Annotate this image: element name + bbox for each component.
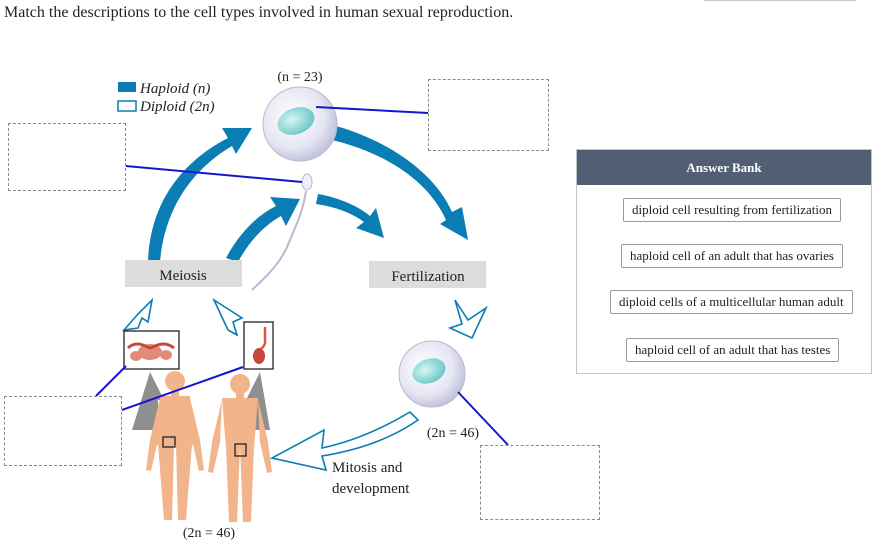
header-divider	[704, 0, 856, 1]
testis-inset	[243, 321, 274, 370]
answer-chip-diploid-fertilization[interactable]: diploid cell resulting from fertilizatio…	[623, 198, 842, 222]
fertilization-label-box	[369, 261, 486, 288]
legend-haploid: Haploid (n)	[139, 81, 210, 97]
answer-bank-title: Answer Bank	[577, 150, 871, 185]
sperm-cell	[251, 173, 313, 291]
zygote-chromosome-label: (2n = 46)	[427, 426, 480, 441]
testis-to-meiosis-arrow	[212, 297, 244, 337]
female-figure	[146, 371, 204, 520]
answer-bank: Answer Bank diploid cell resulting from …	[576, 149, 872, 374]
ovary-to-meiosis-arrow	[121, 297, 154, 332]
answer-chip-haploid-testes[interactable]: haploid cell of an adult that has testes	[626, 338, 840, 362]
male-testis-marker	[234, 443, 247, 457]
egg-to-fertilization-arrow	[332, 126, 468, 240]
drop-target-sperm[interactable]	[8, 123, 126, 191]
connector-ovary	[95, 365, 127, 397]
zygote-to-adult-arrow	[269, 410, 420, 472]
answer-chip-diploid-adult[interactable]: diploid cells of a multicellular human a…	[610, 290, 853, 314]
connector-zygote	[457, 391, 509, 446]
egg-cell	[262, 86, 338, 162]
fertilization-to-zygote-arrow	[447, 299, 488, 340]
adult-chromosome-label: (2n = 46)	[183, 526, 236, 541]
haploid-swatch	[118, 82, 136, 92]
legend: Haploid (n) Diploid (2n)	[117, 81, 215, 115]
answer-chip-haploid-ovaries[interactable]: haploid cell of an adult that has ovarie…	[621, 244, 843, 268]
egg-chromosome-label: (n = 23)	[277, 70, 323, 85]
meiosis-to-egg-arrow	[148, 128, 252, 262]
legend-diploid: Diploid (2n)	[139, 99, 215, 115]
drop-target-egg[interactable]	[428, 79, 549, 151]
male-figure	[208, 374, 272, 522]
zygote-cell	[398, 340, 466, 408]
meiosis-label-box	[125, 260, 242, 287]
meiosis-label: Meiosis	[159, 268, 207, 284]
ovary-inset	[123, 330, 180, 370]
drop-target-zygote[interactable]	[480, 445, 600, 520]
diploid-swatch	[117, 100, 137, 112]
meiosis-to-sperm-arrow	[226, 197, 300, 262]
sperm-to-fertilization-arrow	[316, 194, 384, 238]
mitosis-label-line2: development	[332, 481, 410, 497]
connector-testis	[121, 366, 244, 411]
fertilization-label: Fertilization	[391, 269, 465, 285]
mitosis-label-line1: Mitosis and	[332, 460, 403, 476]
female-ovary-marker	[162, 436, 176, 448]
connector-sperm	[125, 165, 303, 183]
drop-target-adult[interactable]	[4, 396, 122, 466]
connector-egg	[315, 106, 429, 114]
instruction-text: Match the descriptions to the cell types…	[4, 4, 514, 21]
